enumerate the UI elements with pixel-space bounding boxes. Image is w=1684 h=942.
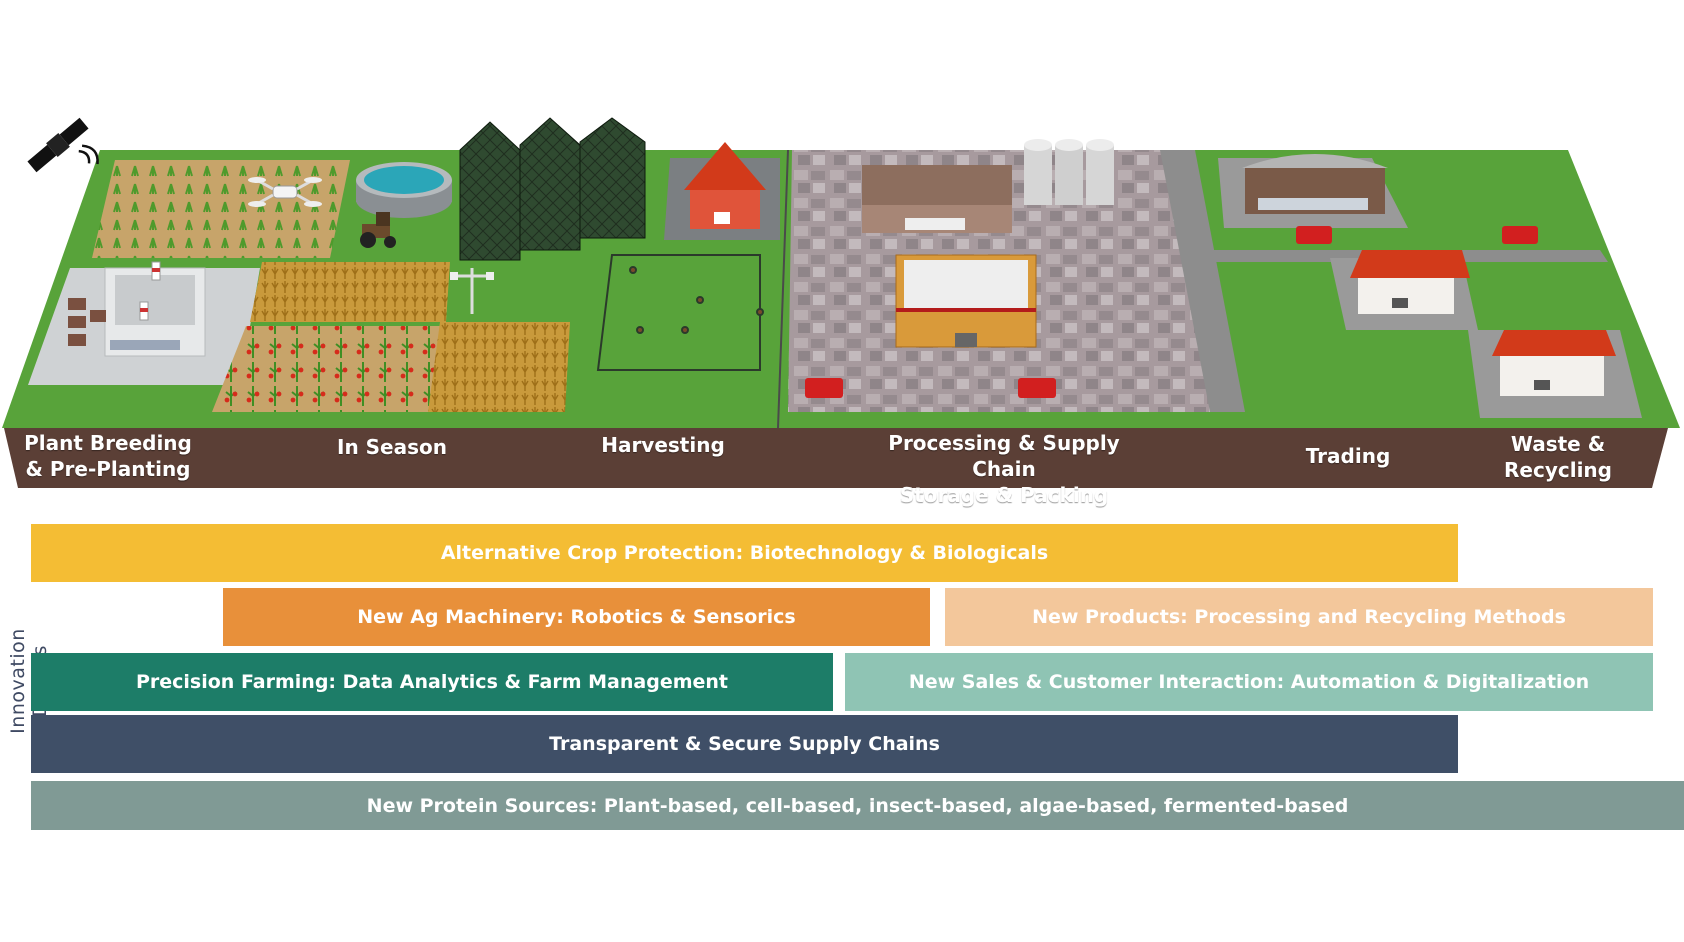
delivery-van-icon [1296,226,1538,244]
storage-silos [1024,139,1114,205]
grain-field [250,262,450,322]
wheat-field [428,322,570,412]
platform-base [4,428,1668,488]
stage-harvesting: Harvesting [601,433,725,457]
satellite-icon [27,117,99,173]
driver-bar-sales-customer: New Sales & Customer Interaction: Automa… [845,653,1653,711]
water-tank [356,162,452,218]
weather-station-icon [450,268,494,314]
stage-waste-recycling: Waste & Recycling [1504,432,1612,482]
seedling-field [92,160,350,258]
drone-icon [248,177,322,207]
stage-in-season: In Season [337,435,447,459]
farm-scene-illustration [2,117,1680,488]
barn-building [684,142,766,229]
driver-bar-crop-protection: Alternative Crop Protection: Biotechnolo… [31,524,1458,582]
greenhouses [459,117,646,261]
driver-bar-precision-farming: Precision Farming: Data Analytics & Farm… [31,653,833,711]
tomato-field [212,326,440,412]
processing-building [862,165,1012,233]
tractor-icon [360,212,396,248]
lab-building [68,261,206,357]
driver-bar-protein-sources: New Protein Sources: Plant-based, cell-b… [31,781,1684,830]
driver-bar-supply-chains: Transparent & Secure Supply Chains [31,715,1458,773]
warehouse-building [1242,154,1388,214]
house-building-2 [1492,330,1616,396]
delivery-van-icon [805,378,1056,398]
stage-plant-breeding: Plant Breeding & Pre-Planting [24,431,192,481]
driver-bar-ag-machinery: New Ag Machinery: Robotics & Sensorics [223,588,930,646]
driver-bar-new-products: New Products: Processing and Recycling M… [945,588,1653,646]
cattle-pasture [596,254,764,371]
stage-trading: Trading [1305,444,1391,468]
innovation-drivers-label: Innovation Drivers [7,628,51,734]
packing-building [895,254,1037,348]
house-building-1 [1350,250,1470,314]
road-vertical [1160,150,1245,412]
stage-processing-supply-chain: Processing & Supply Chain Storage & Pack… [888,431,1120,507]
